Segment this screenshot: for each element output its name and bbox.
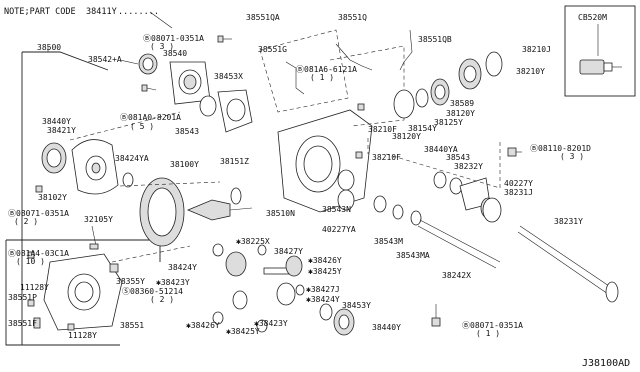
label-38210y: 38210Y <box>516 67 545 76</box>
label-32105y: 32105Y <box>84 215 113 224</box>
diagram-code: J38100AD <box>582 358 630 369</box>
label-38551qb: 38551QB <box>418 35 452 44</box>
label-11128y-b: 11128Y <box>68 331 97 340</box>
label-38242x: 38242X <box>442 271 471 280</box>
label-38210f-a: 38210F <box>368 125 397 134</box>
inset-box: CB520M <box>564 5 636 97</box>
label-38423y-b: ✱38423Y <box>254 319 288 328</box>
label-38225x: ✱38225X <box>236 237 270 246</box>
label-08071-bottom: Ⓑ08071-0351A <box>462 321 523 330</box>
label-38551q: 38551Q <box>338 13 367 22</box>
label-38231y: 38231Y <box>554 217 583 226</box>
label-08360-qty: ( 2 ) <box>150 295 174 304</box>
drive-pinion <box>186 199 231 221</box>
label-38423y: ✱38423Y <box>156 278 190 287</box>
label-38424ya: 38424YA <box>115 154 149 163</box>
label-38540: 38540 <box>163 49 187 58</box>
label-08071-bottom-qty: ( 1 ) <box>476 329 500 338</box>
label-38543m: 38543M <box>374 237 403 246</box>
label-40227y: 40227Y <box>504 179 533 188</box>
label-38453x: 38453X <box>214 72 243 81</box>
label-08360: Ⓢ08360-51214 <box>122 287 183 296</box>
plug-38355y <box>109 263 119 273</box>
sealant-tube-icon <box>579 59 622 75</box>
label-081a6: Ⓑ081A6-6121A <box>296 65 357 74</box>
label-38210f-b: 38210F <box>372 153 401 162</box>
label-38102y: 38102Y <box>38 193 67 202</box>
label-38551g: 38551G <box>258 45 287 54</box>
label-38125y: 38125Y <box>434 118 463 127</box>
label-38154y: 38154Y <box>408 124 437 133</box>
label-08110: Ⓑ08110-8201D <box>530 144 591 153</box>
label-38440y-b: 38440Y <box>372 323 401 332</box>
label-38551p: 38551P <box>8 293 37 302</box>
label-081a6-qty: ( 1 ) <box>310 73 334 82</box>
label-081a0-qty: ( 5 ) <box>130 122 154 131</box>
label-38551: 38551 <box>120 321 144 330</box>
label-38427j: ✱38427J <box>306 285 340 294</box>
label-08071-top-qty: ( 3 ) <box>150 42 174 51</box>
label-38551f: 38551F <box>8 319 37 328</box>
label-38440y-left: 38440Y <box>42 117 71 126</box>
label-40227ya: 40227YA <box>322 225 356 234</box>
label-38426y-b: ✱38426Y <box>186 321 220 330</box>
bolt-icon <box>217 35 232 43</box>
leader-lines <box>69 111 501 263</box>
label-38120y-a: 38120Y <box>446 109 475 118</box>
label-38100y: 38100Y <box>170 160 199 169</box>
note-suffix: ........ <box>118 7 159 17</box>
label-081a4-qty: ( 10 ) <box>16 257 45 266</box>
label-38543a: 38543 <box>175 127 199 136</box>
part-code-note: NOTE;PART CODE 38411Y ........ <box>4 7 173 29</box>
label-38355y: 38355Y <box>116 277 145 286</box>
part-labels: 38500 38542+A 38540 Ⓑ08071-0351A ( 3 ) 3… <box>8 13 591 340</box>
label-38425y-b: ✱38425Y <box>226 327 260 336</box>
label-38589: 38589 <box>450 99 474 108</box>
note-prefix: NOTE;PART CODE <box>4 7 76 17</box>
label-38210j: 38210J <box>522 45 551 54</box>
oring <box>199 95 217 117</box>
label-38426y-r: ✱38426Y <box>308 256 342 265</box>
label-081a0: Ⓑ081A0-8201A <box>120 113 181 122</box>
label-11128y: 11128Y <box>20 283 49 292</box>
label-08071-top: Ⓑ08071-0351A <box>143 34 204 43</box>
label-38424y: 38424Y <box>168 263 197 272</box>
label-38510n: 38510N <box>266 209 295 218</box>
breather-parts <box>259 29 413 159</box>
label-38425y-r: ✱38425Y <box>308 267 342 276</box>
label-38543: 38543 <box>446 153 470 162</box>
differential-parts <box>27 35 355 336</box>
label-38453y: 38453Y <box>342 301 371 310</box>
label-081a4: Ⓑ081A4-03C1A <box>8 249 69 258</box>
side-gear <box>225 251 247 277</box>
label-38232y: 38232Y <box>454 162 483 171</box>
inset-title: CB520M <box>578 13 607 22</box>
axle-flange <box>605 281 619 303</box>
bolt-icon <box>141 84 157 92</box>
label-38421y: 38421Y <box>47 126 76 135</box>
label-38543ma: 38543MA <box>396 251 430 260</box>
label-38151z: 38151Z <box>220 157 249 166</box>
label-38551qa: 38551QA <box>246 13 280 22</box>
label-38440ya: 38440YA <box>424 145 458 154</box>
label-08071-left: Ⓑ08071-0351A <box>8 209 69 218</box>
carrier-housing <box>277 109 422 226</box>
label-38120y-b: 38120Y <box>392 132 421 141</box>
pin-38102y <box>35 185 43 193</box>
label-08071-left-qty: ( 2 ) <box>14 217 38 226</box>
label-38231j: 38231J <box>504 188 533 197</box>
side-parts-right <box>393 51 619 327</box>
note-code: 38411Y <box>86 7 117 17</box>
label-38424y-r: ✱38424Y <box>306 295 340 304</box>
label-38543n: 38543N <box>322 205 351 214</box>
label-38500: 38500 <box>37 43 61 52</box>
label-08110-qty: ( 3 ) <box>560 152 584 161</box>
label-38542: 38542+A <box>88 55 122 64</box>
label-38427y: 38427Y <box>274 247 303 256</box>
